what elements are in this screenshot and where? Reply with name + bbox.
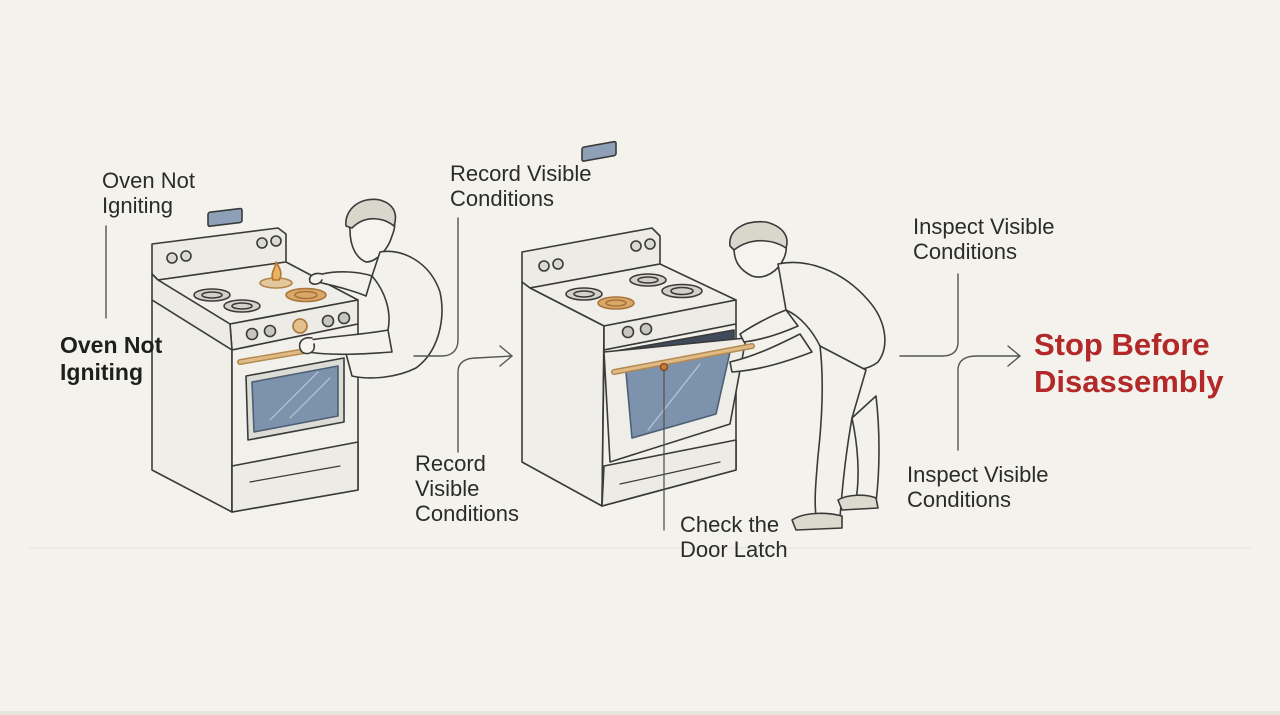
stove-2-illustration <box>521 140 755 507</box>
connector2-top-label-line1: Inspect Visible <box>913 214 1055 239</box>
step1-side-label-line1: Oven Not <box>60 332 163 358</box>
connector-2-lines <box>899 273 1021 451</box>
connector1-top-label-line1: Record Visible <box>450 161 592 186</box>
connector2-bottom-label-line1: Inspect Visible <box>907 462 1049 487</box>
connector1-bottom-label: Record Visible Conditions <box>415 451 519 526</box>
connector1-bottom-label-line2: Visible <box>415 476 480 501</box>
step1-side-label-line2: Igniting <box>60 359 144 385</box>
step1-top-label-line1: Oven Not <box>102 168 195 193</box>
connector1-top-label-line2: Conditions <box>450 186 554 211</box>
step2-callout-label-line1: Check the <box>680 512 780 537</box>
connector1-bottom-label-line1: Record <box>415 451 486 476</box>
connector2-top-label-line2: Conditions <box>913 239 1017 264</box>
connector2-top-label: Inspect Visible Conditions <box>913 214 1054 264</box>
connector-1-lines <box>105 217 513 471</box>
step1-top-label: Oven Not Igniting <box>102 168 195 218</box>
technician-2-illustration <box>729 221 886 531</box>
connector2-bottom-label: Inspect Visible Conditions <box>907 462 1048 512</box>
step1-side-label: Oven Not Igniting <box>60 332 162 386</box>
outcome-label: Stop Before Disassembly <box>1034 326 1224 400</box>
stove-1-illustration <box>151 207 359 513</box>
outcome-label-line1: Stop Before <box>1034 327 1210 362</box>
connector2-bottom-label-line2: Conditions <box>907 487 1011 512</box>
connector1-bottom-label-line3: Conditions <box>415 501 519 526</box>
outcome-label-line2: Disassembly <box>1034 364 1224 399</box>
step2-callout-label: Check the Door Latch <box>680 512 788 562</box>
bottom-edge-strip <box>0 711 1280 715</box>
step1-top-label-line2: Igniting <box>102 193 173 218</box>
step2-callout-label-line2: Door Latch <box>680 537 788 562</box>
connector1-top-label: Record Visible Conditions <box>450 161 591 211</box>
technician-1-illustration <box>298 198 443 379</box>
